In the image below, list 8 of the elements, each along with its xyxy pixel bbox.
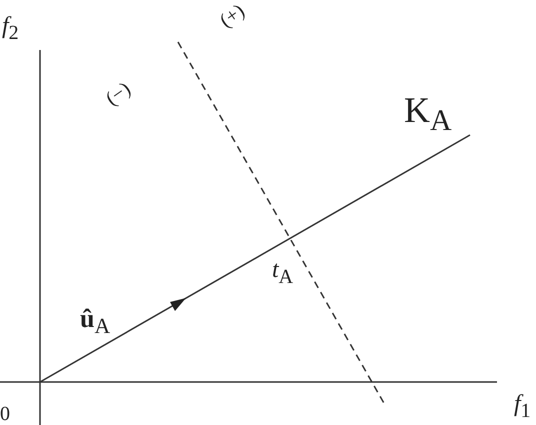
region-label: (−) xyxy=(102,78,134,110)
axis-label: f$_{1}$ xyxy=(514,392,531,421)
axis-label: f$_{2}$ xyxy=(2,14,19,43)
origin-label: 0 xyxy=(0,404,10,424)
line-label: K$_{A}$ xyxy=(404,92,452,136)
point-label: t$_{A}$ xyxy=(272,258,294,287)
region-label: (+) xyxy=(216,0,248,32)
vector-label: û$_{A}$ xyxy=(80,306,110,338)
